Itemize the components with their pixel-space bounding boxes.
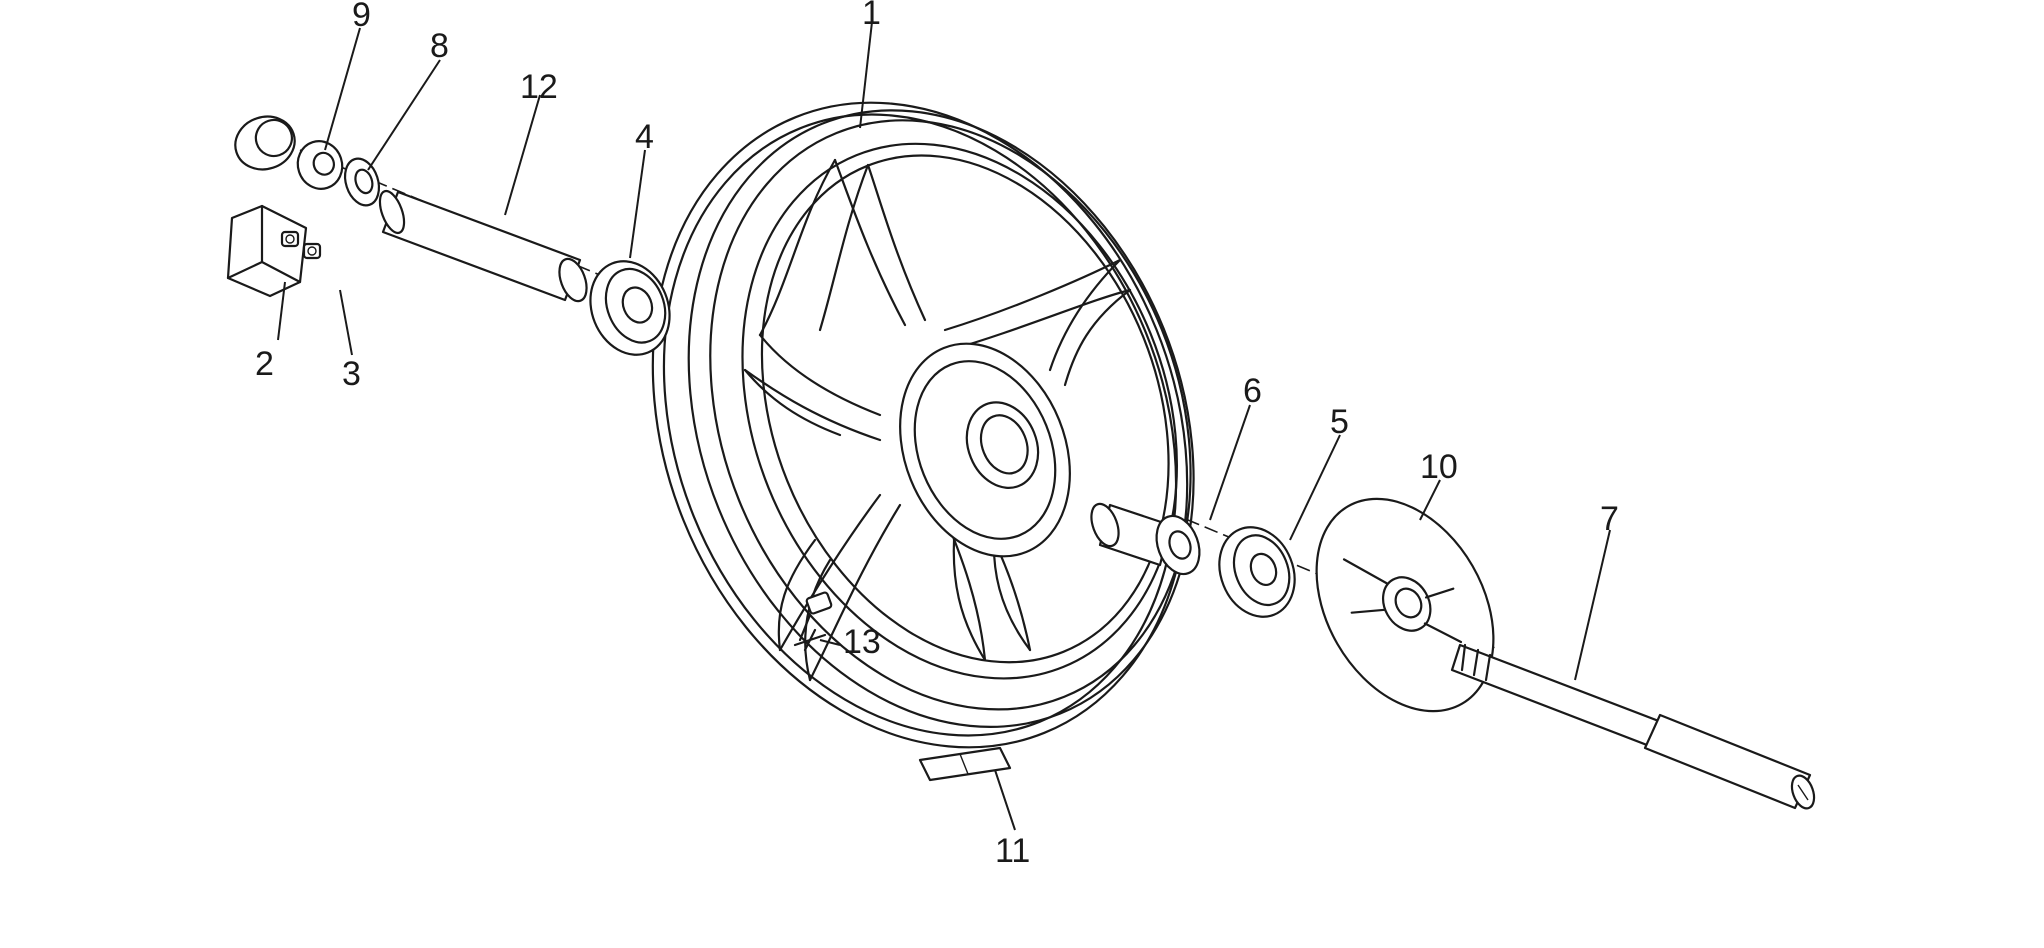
hub-cover — [1315, 497, 1495, 713]
part-labels: 1 2 3 4 5 6 7 8 9 10 11 12 13 — [255, 0, 1619, 870]
label-part-5: 5 — [1330, 403, 1349, 441]
wheel-axle — [1450, 643, 1816, 810]
label-part-11: 11 — [995, 832, 1030, 870]
bearing-left — [589, 260, 671, 356]
speedometer-drive-block — [226, 204, 322, 298]
label-part-4: 4 — [635, 118, 654, 156]
label-part-2: 2 — [255, 345, 274, 383]
label-part-8: 8 — [430, 27, 449, 65]
label-part-6: 6 — [1243, 372, 1262, 410]
spacer-tube — [378, 189, 588, 303]
spacer-sleeve-left — [234, 115, 296, 171]
wheel-spokes — [743, 158, 1132, 682]
label-part-10: 10 — [1420, 448, 1458, 486]
leader-lines — [277, 21, 1611, 831]
spacer-right — [1090, 502, 1201, 576]
wheel-hub — [899, 342, 1071, 558]
label-part-1: 1 — [862, 0, 881, 32]
bearing-right — [1218, 526, 1296, 618]
label-part-3: 3 — [342, 355, 361, 393]
label-part-12: 12 — [520, 68, 558, 106]
washer — [343, 157, 381, 207]
axle-nut — [296, 140, 344, 190]
tire-valve — [793, 591, 833, 652]
label-part-7: 7 — [1600, 500, 1619, 538]
balance-weight — [918, 746, 1012, 782]
label-part-13: 13 — [843, 623, 881, 661]
label-part-9: 9 — [352, 0, 371, 34]
